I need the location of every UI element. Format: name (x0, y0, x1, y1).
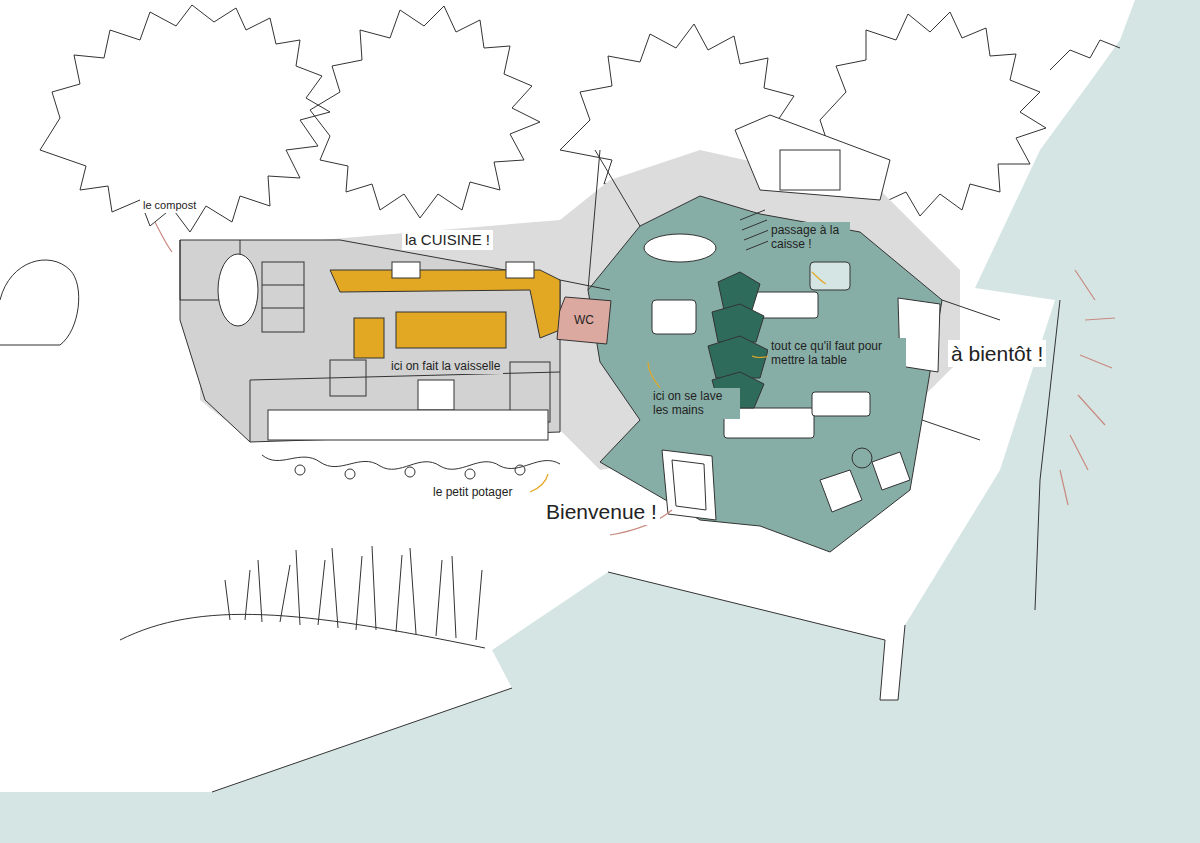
shore-line-part (212, 688, 512, 792)
garden-bed-part (515, 465, 525, 475)
kitchen-furniture-part (218, 254, 258, 326)
tree-outline-part (1050, 40, 1120, 70)
kitchen-furniture-part (418, 380, 454, 410)
reeds (225, 546, 482, 640)
annotation-label: ici on fait la vaisselle (388, 358, 503, 374)
garden-bed-part (405, 467, 415, 477)
leader-arrow (155, 222, 1115, 535)
garden-bed-part (345, 469, 355, 479)
lounge-chairs-part (820, 470, 862, 512)
tables-part (812, 392, 870, 416)
leader-arrow-part (648, 362, 660, 388)
shore-line-part (120, 614, 485, 648)
kitchen-counter-part (396, 312, 506, 348)
room-fill (557, 297, 611, 344)
entrance-door-part (662, 450, 716, 520)
annotation-label: tout ce qu'il faut pour mettre la table (768, 338, 906, 369)
kitchen-floor-part (180, 240, 560, 442)
shore-line-part (608, 572, 905, 700)
pavilion-part (740, 210, 771, 250)
leader-arrow-part (1060, 270, 1115, 505)
garden-bed (262, 455, 560, 479)
walls-part (560, 150, 640, 290)
lounge-chairs-part (852, 448, 872, 468)
kitchen-floor (180, 240, 560, 442)
annotation-label: passage à la caisse ! (768, 222, 850, 253)
kitchen-furniture-part (262, 285, 304, 286)
garden-bed-part (295, 465, 305, 475)
kitchen-counter (330, 262, 560, 358)
annotation-label: le petit potager (430, 484, 515, 500)
annotation-label: ici on se lave les mains (650, 388, 740, 419)
garden-bed-part (465, 469, 475, 479)
kitchen-counter-part (506, 262, 534, 278)
kitchen-furniture-part (262, 308, 304, 309)
entrance-door-part (672, 460, 706, 510)
annotation-label: Bienvenue ! (543, 498, 660, 525)
kitchen-counter-part (392, 262, 420, 278)
kitchen-counter-part (354, 318, 384, 358)
tables (644, 234, 870, 438)
annotation-label: la CUISINE ! (402, 230, 493, 250)
kitchen-furniture-part (330, 360, 366, 396)
tables-part (644, 234, 716, 262)
leader-arrow-part (155, 222, 172, 252)
room-label: WC (574, 313, 594, 327)
tables-part (652, 300, 696, 334)
leader-arrow-part (530, 474, 548, 492)
annotation-label: le compost (140, 198, 199, 213)
reeds-part (225, 546, 482, 640)
tree-outline-part (0, 260, 79, 345)
entrance-door (662, 450, 716, 520)
pavilion-part (780, 150, 840, 190)
kitchen-furniture-part (262, 262, 304, 332)
lounge-chairs-part (872, 452, 910, 490)
tables-part (810, 262, 850, 290)
walls (560, 150, 1000, 440)
room-shape: WC (556, 296, 612, 345)
kitchen-furniture-part (268, 410, 548, 440)
leader-arrow-part (812, 272, 826, 284)
lounge-chairs (820, 448, 910, 512)
pavilion-part (735, 115, 890, 200)
tree-outline-part (40, 5, 330, 232)
tree-outline-part (310, 6, 540, 218)
annotation-label: à bientôt ! (948, 340, 1046, 367)
kitchen-floor-part (250, 372, 560, 442)
